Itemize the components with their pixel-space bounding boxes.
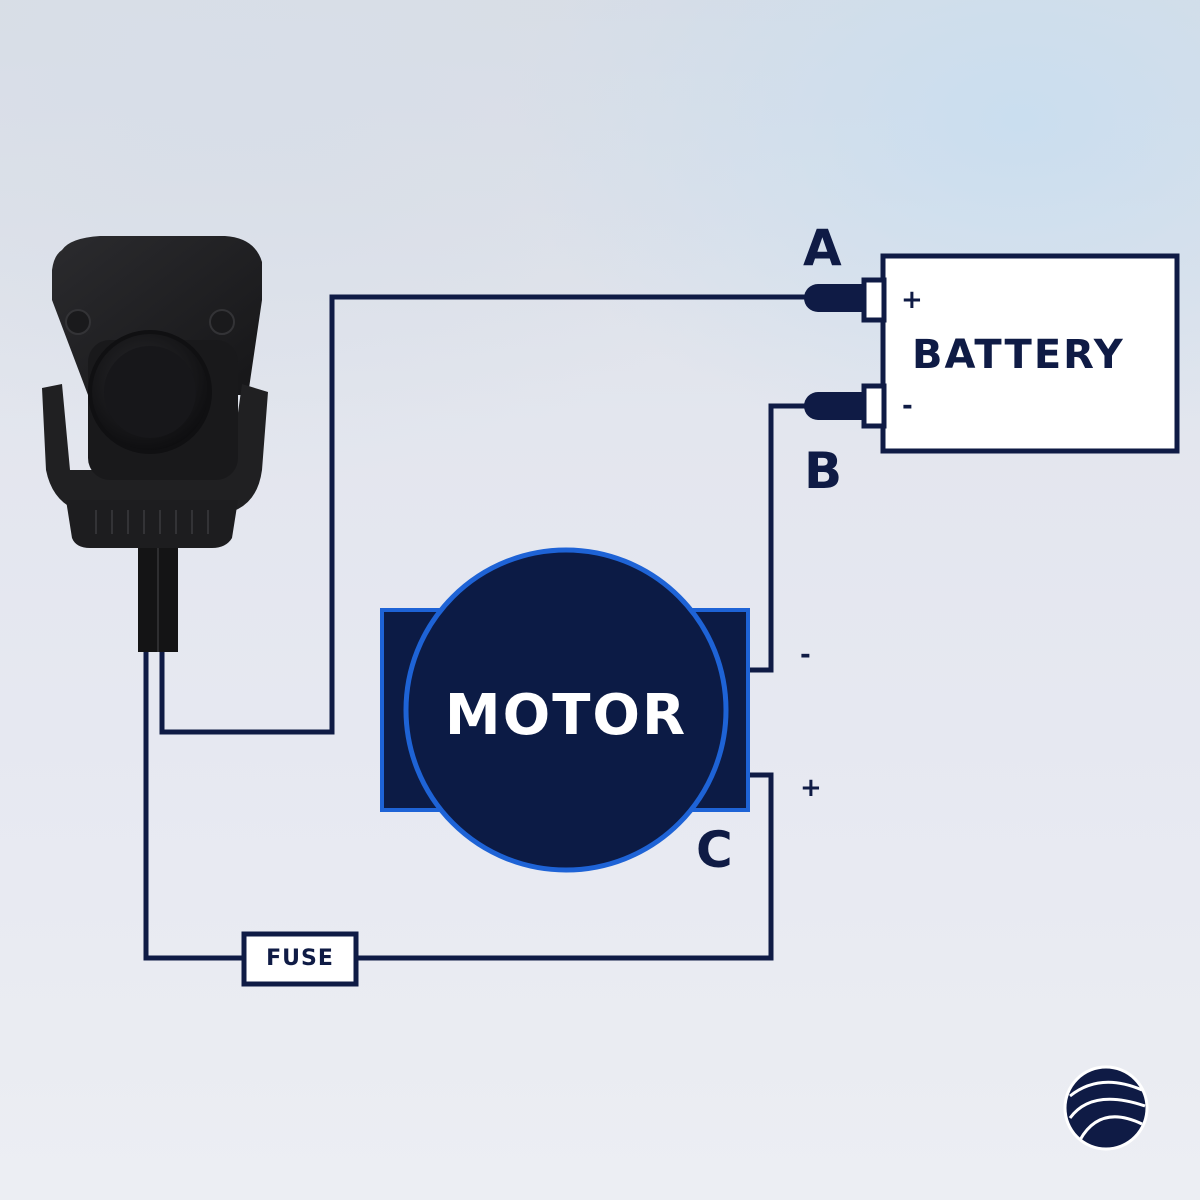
fuse-box — [241, 931, 359, 987]
motor-body — [403, 547, 729, 873]
motor-minus-sign: - — [800, 640, 811, 670]
wires — [143, 294, 812, 961]
terminal-b-label: B — [804, 442, 843, 500]
wire-b-to-motor-minus — [748, 403, 812, 673]
motor — [380, 547, 750, 873]
terminal-clip-b — [804, 392, 864, 420]
battery-post-plus — [861, 277, 887, 323]
motor-label: MOTOR — [444, 683, 688, 748]
switch-screw-left — [65, 309, 91, 335]
globe-logo-icon — [1063, 1065, 1149, 1151]
switch-base — [66, 500, 238, 548]
battery-plus-sign: + — [901, 285, 923, 315]
wire-fuse-to-switch — [143, 640, 244, 961]
battery-box — [880, 253, 1180, 454]
battery — [804, 253, 1180, 454]
wire-switch-to-a — [159, 294, 812, 735]
battery-minus-sign: - — [902, 391, 913, 421]
wire-motor-plus-to-fuse — [356, 772, 774, 961]
fuse-label: FUSE — [266, 946, 334, 971]
terminal-clip-a — [804, 284, 864, 312]
battery-label: BATTERY — [912, 332, 1125, 378]
battery-post-minus — [861, 383, 887, 429]
foot-switch-icon — [42, 236, 268, 652]
motor-plus-sign: + — [800, 773, 822, 803]
switch-screw-right — [209, 309, 235, 335]
terminal-c-label: C — [696, 821, 733, 879]
terminal-a-label: A — [803, 219, 842, 277]
